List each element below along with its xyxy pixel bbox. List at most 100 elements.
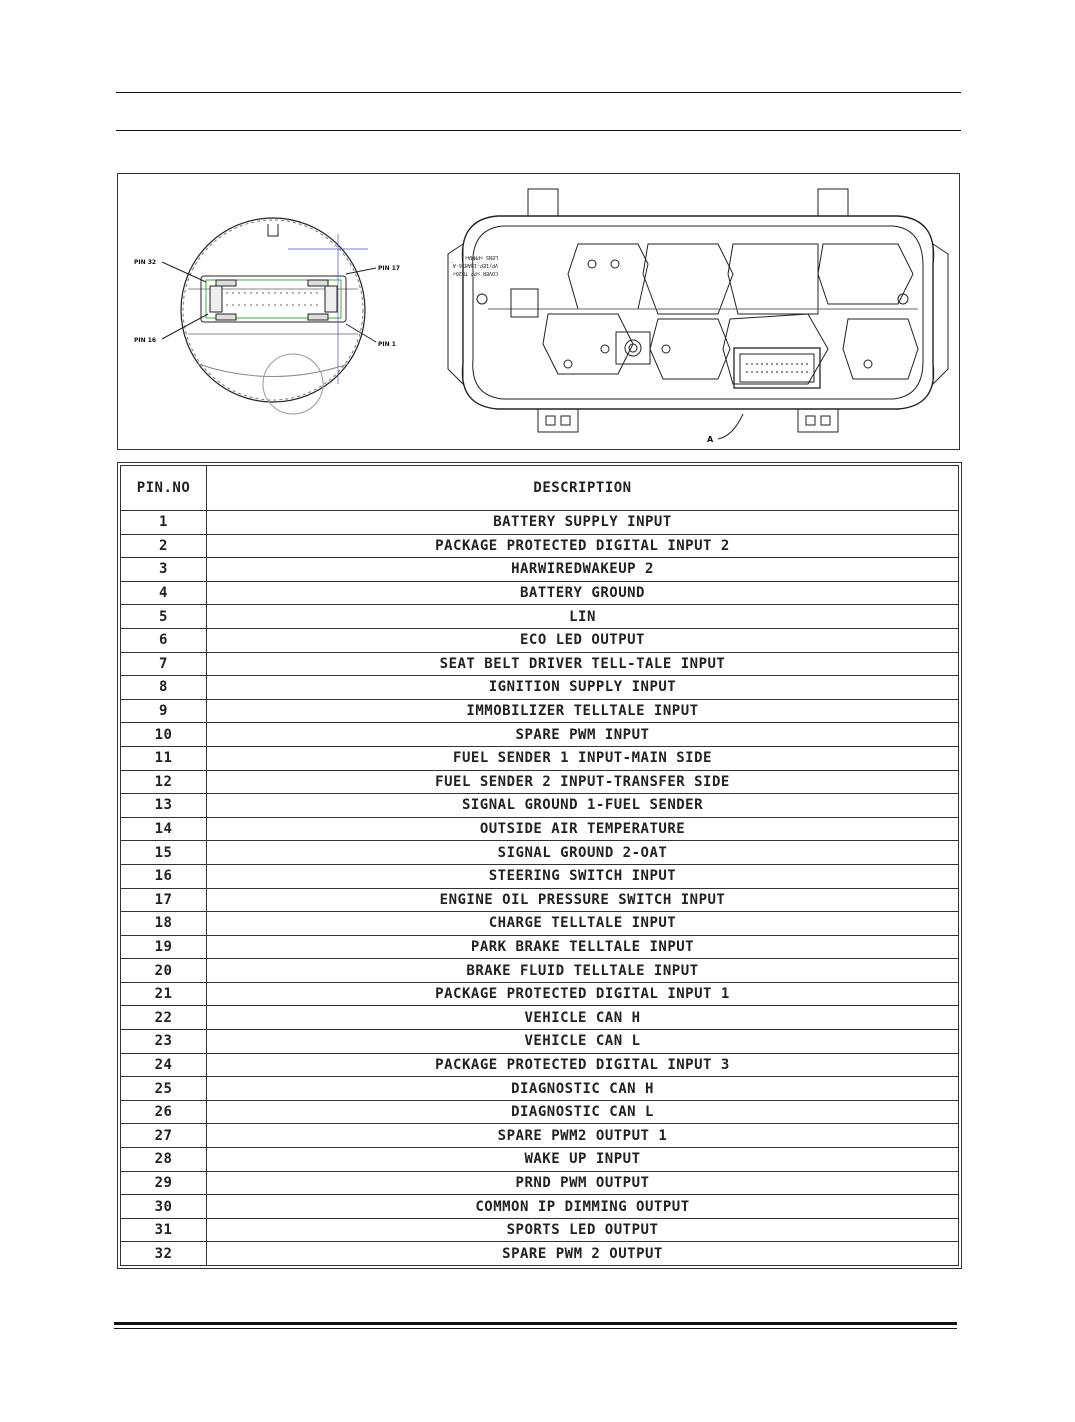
pin-number-cell: 11 [120, 745, 207, 771]
pin-number-cell: 32 [120, 1241, 207, 1266]
pin-number-cell: 15 [120, 840, 207, 865]
pin-description-cell: LIN [206, 604, 959, 629]
pin-description-cell: PACKAGE PROTECTED DIGITAL INPUT 2 [206, 533, 959, 559]
instrument-cluster-drawing [447, 188, 949, 440]
pin-description-cell: DIAGNOSTIC CAN H [206, 1076, 959, 1101]
pin-description-cell: SPARE PWM2 OUTPUT 1 [206, 1123, 959, 1149]
connector-detail-view [161, 217, 377, 415]
pin-description-cell: BATTERY SUPPLY INPUT [206, 510, 959, 535]
pin-number-cell: 25 [120, 1076, 207, 1101]
header-rule-top [116, 92, 961, 93]
description-column-header: DESCRIPTION [206, 465, 959, 511]
pin-description-cell: IMMOBILIZER TELLTALE INPUT [206, 698, 959, 724]
pin-number-cell: 5 [120, 604, 207, 629]
pin-description-cell: DIAGNOSTIC CAN L [206, 1099, 959, 1125]
pin-description-cell: BRAKE FLUID TELLTALE INPUT [206, 958, 959, 983]
pin-number-cell: 22 [120, 1005, 207, 1031]
pin-column-header: PIN.NO [120, 465, 207, 511]
pin-16-label: PIN 16 [134, 337, 156, 344]
pin-number-cell: 16 [120, 863, 207, 889]
pin-number-cell: 4 [120, 580, 207, 606]
connector-drawing: PIN 32 PIN 17 PIN 16 PIN 1 [134, 188, 949, 444]
pin-description-cell: PACKAGE PROTECTED DIGITAL INPUT 1 [206, 981, 959, 1007]
pin-number-cell: 3 [120, 557, 207, 582]
pin-description-cell: PARK BRAKE TELLTALE INPUT [206, 934, 959, 960]
pin-number-cell: 7 [120, 651, 207, 677]
pin-number-cell: 30 [120, 1194, 207, 1219]
pin-description-cell: CHARGE TELLTALE INPUT [206, 911, 959, 936]
pin-description-cell: ENGINE OIL PRESSURE SWITCH INPUT [206, 887, 959, 913]
pin-description-cell: VEHICLE CAN H [206, 1005, 959, 1031]
pin-number-cell: 23 [120, 1029, 207, 1054]
footer-rule-thin [114, 1328, 957, 1329]
pin-description-cell: FUEL SENDER 2 INPUT-TRANSFER SIDE [206, 769, 959, 795]
pin-number-cell: 27 [120, 1123, 207, 1149]
callout-a-label: A [707, 435, 714, 444]
pin-description-cell: VEHICLE CAN L [206, 1029, 959, 1054]
pin-description-cell: HARWIREDWAKEUP 2 [206, 557, 959, 582]
pin-32-label: PIN 32 [134, 259, 156, 266]
pin-number-cell: 28 [120, 1147, 207, 1172]
pin-description-cell: FUEL SENDER 1 INPUT-MAIN SIDE [206, 745, 959, 771]
pin-description-cell: SIGNAL GROUND 1-FUEL SENDER [206, 793, 959, 818]
cluster-label-3: LENS >PMMA< [465, 254, 498, 260]
pin-description-cell: SPARE PWM 2 OUTPUT [206, 1241, 959, 1266]
pin-description-cell: SIGNAL GROUND 2-OAT [206, 840, 959, 865]
pin-description-cell: SPORTS LED OUTPUT [206, 1217, 959, 1243]
pin-number-cell: 31 [120, 1217, 207, 1243]
pin-description-cell: PACKAGE PROTECTED DIGITAL INPUT 3 [206, 1052, 959, 1078]
cluster-label-2: VP/1EP-10A856-A_ [449, 262, 498, 268]
pin-number-cell: 14 [120, 816, 207, 842]
pin-description-cell: STEERING SWITCH INPUT [206, 863, 959, 889]
pin-description-cell: WAKE UP INPUT [206, 1147, 959, 1172]
pin-number-cell: 8 [120, 675, 207, 700]
pin-description-cell: COMMON IP DIMMING OUTPUT [206, 1194, 959, 1219]
pin-description-cell: SEAT BELT DRIVER TELL-TALE INPUT [206, 651, 959, 677]
pin-description-cell: OUTSIDE AIR TEMPERATURE [206, 816, 959, 842]
pin-number-cell: 26 [120, 1099, 207, 1125]
pin-number-cell: 18 [120, 911, 207, 936]
pin-table-header-row: PIN.NO DESCRIPTION [120, 465, 959, 511]
pin-number-cell: 13 [120, 793, 207, 818]
pin-number-cell: 9 [120, 698, 207, 724]
pin-number-cell: 19 [120, 934, 207, 960]
pin-number-cell: 20 [120, 958, 207, 983]
pin-number-cell: 24 [120, 1052, 207, 1078]
pin-description-cell: SPARE PWM INPUT [206, 722, 959, 747]
connector-figure: PIN 32 PIN 17 PIN 16 PIN 1 [117, 173, 960, 450]
pin-17-label: PIN 17 [378, 265, 400, 272]
pin-number-cell: 21 [120, 981, 207, 1007]
pin-number-cell: 17 [120, 887, 207, 913]
